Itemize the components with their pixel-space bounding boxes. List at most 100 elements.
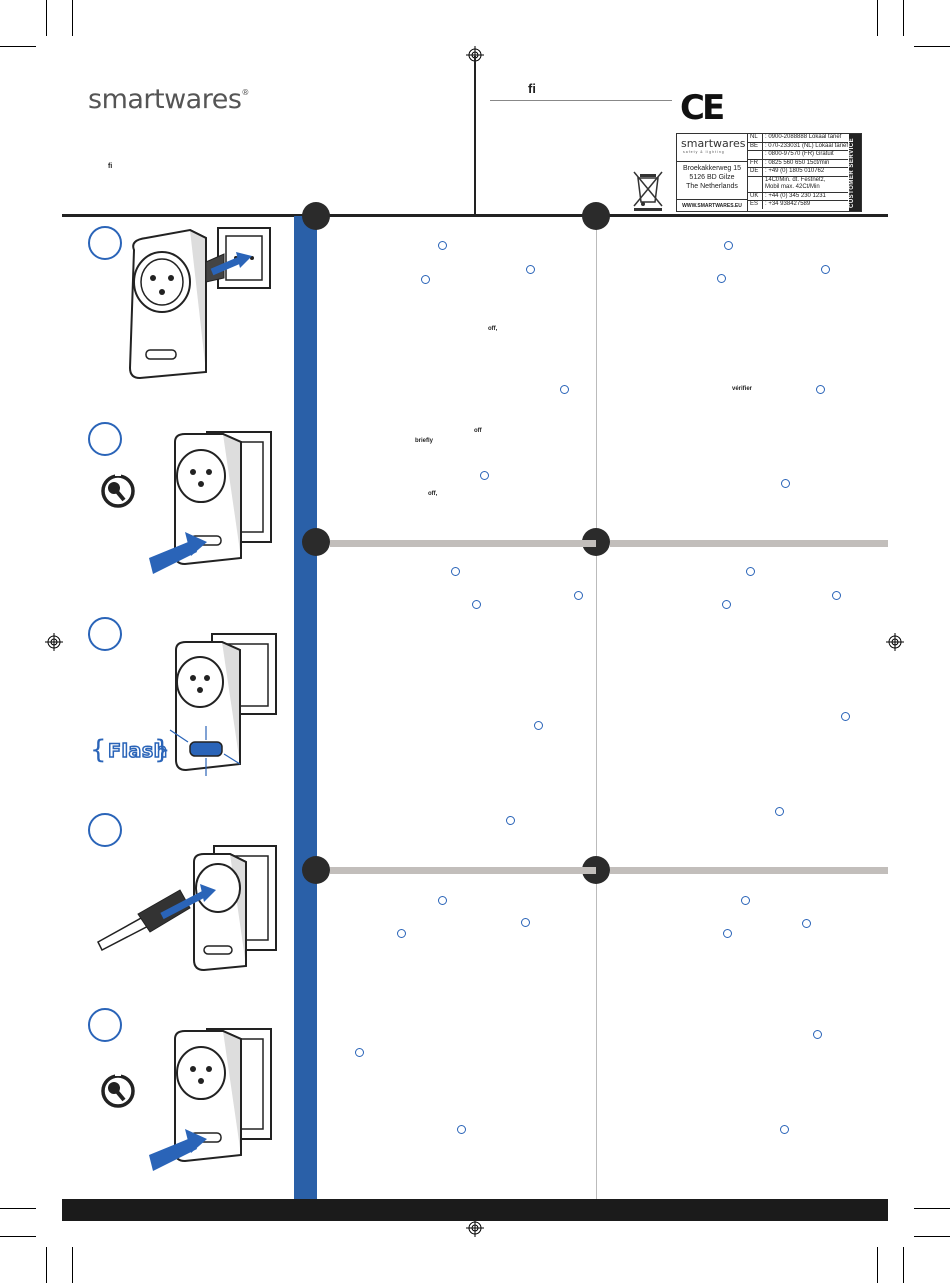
text-fragment: briefly bbox=[415, 438, 434, 444]
step-ref-icon bbox=[813, 1030, 822, 1039]
step-ref-icon bbox=[780, 1125, 789, 1134]
text-fragment: off bbox=[474, 428, 482, 434]
press-button-illustration bbox=[149, 431, 272, 574]
press-button-off-illustration bbox=[149, 1028, 272, 1171]
step-ref-icon bbox=[821, 265, 830, 274]
cs-brand-block: smartwares safety & lighting Broekakkerw… bbox=[677, 134, 748, 211]
crop-mark bbox=[0, 1236, 36, 1237]
title-underline bbox=[490, 100, 672, 101]
cs-row: 14Ct/Min. dt. Festnetz, bbox=[748, 176, 848, 184]
crop-mark bbox=[903, 0, 904, 36]
cs-address-line: Broekakkerweg 15 bbox=[683, 165, 741, 172]
step-1-marker bbox=[88, 226, 122, 260]
footer-bar bbox=[62, 1199, 888, 1221]
crop-mark bbox=[914, 1208, 950, 1209]
step-ref-icon bbox=[746, 567, 755, 576]
crop-mark bbox=[46, 0, 47, 36]
cs-website: WWW.SMARTWARES.EU bbox=[677, 199, 747, 212]
crop-mark bbox=[877, 0, 878, 36]
step-ref-icon bbox=[574, 591, 583, 600]
step-ref-icon bbox=[816, 385, 825, 394]
step-2-marker bbox=[88, 422, 122, 456]
step-ref-icon bbox=[521, 918, 530, 927]
cs-row: ES: +34 938427589 bbox=[750, 201, 811, 209]
step-4-marker bbox=[88, 813, 122, 847]
crop-mark bbox=[72, 1247, 73, 1283]
step-ref-icon bbox=[506, 816, 515, 825]
step-ref-icon bbox=[480, 471, 489, 480]
crop-mark bbox=[72, 0, 73, 36]
step-ref-icon bbox=[526, 265, 535, 274]
cs-brand: smartwares bbox=[681, 137, 746, 150]
crop-mark bbox=[46, 1247, 47, 1283]
step-ref-icon bbox=[775, 807, 784, 816]
cs-row: UK: +44 (0) 345 230 1231 bbox=[748, 192, 848, 201]
registration-mark-icon bbox=[466, 1219, 484, 1237]
step-ref-icon bbox=[421, 275, 430, 284]
brand-logo: smartwares® bbox=[88, 84, 249, 115]
main-header-rule bbox=[62, 214, 888, 217]
cs-address: Broekakkerweg 15 5126 BD Gilze The Nethe… bbox=[677, 161, 747, 191]
section-marker bbox=[302, 202, 330, 230]
section-bar bbox=[610, 867, 888, 874]
cs-row: Mobil max. 42Ct/Min bbox=[748, 184, 848, 193]
blue-side-band bbox=[294, 216, 317, 1200]
flashing-led-illustration bbox=[169, 633, 277, 776]
flash-brace-left: { bbox=[90, 735, 107, 765]
section-marker bbox=[302, 856, 330, 884]
cs-address-line: The Netherlands bbox=[686, 183, 738, 190]
cs-row: : 0800-97570 (FR) Gratuit bbox=[748, 151, 848, 160]
registration-mark-icon bbox=[45, 633, 63, 651]
text-fragment: vérifier bbox=[732, 386, 753, 392]
cs-tagline: safety & lighting bbox=[683, 150, 725, 154]
section-marker bbox=[582, 202, 610, 230]
section-bar bbox=[330, 867, 596, 874]
plug-device-illustration bbox=[97, 845, 277, 972]
step-ref-icon bbox=[438, 241, 447, 250]
step-ref-icon bbox=[724, 241, 733, 250]
header-divider-vertical bbox=[474, 56, 476, 216]
crop-mark bbox=[914, 1236, 950, 1237]
cs-row: FR: 0825 560 650 15ct/min bbox=[748, 159, 848, 168]
fi-ligature-left: ﬁ bbox=[108, 163, 113, 170]
step-ref-icon bbox=[741, 896, 750, 905]
cs-address-line: 5126 BD Gilze bbox=[689, 174, 735, 181]
step-ref-icon bbox=[355, 1048, 364, 1057]
section-bar bbox=[610, 540, 888, 547]
step-ref-icon bbox=[722, 600, 731, 609]
crop-mark bbox=[0, 46, 36, 47]
customer-service-box: smartwares safety & lighting Broekakkerw… bbox=[676, 133, 862, 212]
cs-phone-table: NL: 0900-2088888 Lokaal tarief BE: 070-2… bbox=[748, 134, 848, 209]
crop-mark bbox=[0, 1208, 36, 1209]
step-3-marker bbox=[88, 617, 122, 651]
step-ref-icon bbox=[723, 929, 732, 938]
column-divider bbox=[596, 216, 597, 1200]
cs-row: NL: 0900-2088888 Lokaal tarief bbox=[748, 134, 848, 143]
registration-mark-icon bbox=[886, 633, 904, 651]
crop-mark bbox=[914, 46, 950, 47]
step-ref-icon bbox=[841, 712, 850, 721]
cs-row: DE: +49 (0) 1805 010762 bbox=[748, 168, 848, 177]
step-ref-icon bbox=[781, 479, 790, 488]
step-ref-icon bbox=[397, 929, 406, 938]
plug-in-adapter-illustration bbox=[128, 227, 271, 380]
section-marker bbox=[302, 528, 330, 556]
step-ref-icon bbox=[534, 721, 543, 730]
crop-mark bbox=[903, 1247, 904, 1283]
timer-icon bbox=[101, 1072, 135, 1108]
text-fragment: off, bbox=[428, 491, 438, 497]
step-ref-icon bbox=[438, 896, 447, 905]
step-ref-icon bbox=[717, 274, 726, 283]
customer-service-label: CUSTOMER SERVICE bbox=[849, 134, 861, 211]
text-fragment: off, bbox=[488, 326, 498, 332]
flash-label: Flash bbox=[107, 739, 168, 763]
flash-brace-right: } bbox=[154, 735, 171, 765]
step-ref-icon bbox=[832, 591, 841, 600]
step-ref-icon bbox=[472, 600, 481, 609]
step-ref-icon bbox=[802, 919, 811, 928]
ce-mark: CE bbox=[680, 88, 725, 128]
weee-bin-icon bbox=[633, 171, 663, 211]
crop-mark bbox=[877, 1247, 878, 1283]
timer-icon bbox=[101, 472, 135, 508]
step-ref-icon bbox=[457, 1125, 466, 1134]
